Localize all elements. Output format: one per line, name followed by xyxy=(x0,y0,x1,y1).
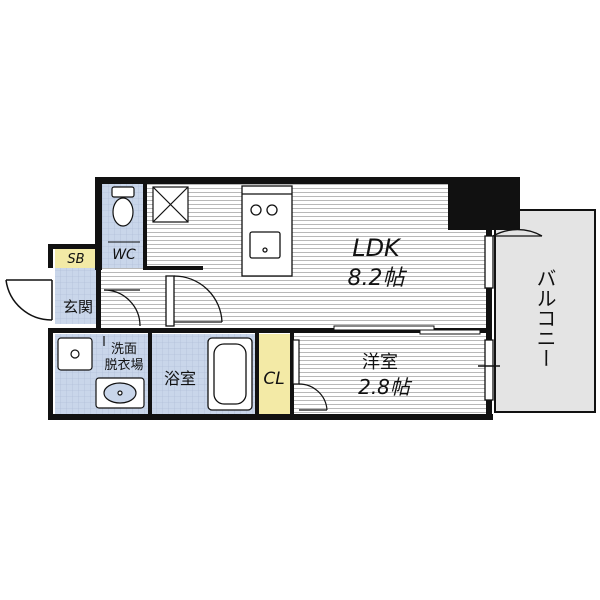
western-room-label: 洋室 xyxy=(362,352,398,373)
washing-machine-pan xyxy=(57,337,93,371)
ldk-size-label: 8.2帖 xyxy=(348,266,408,291)
washroom-label-line1: 洗面 xyxy=(111,342,137,357)
shoebox-label: SB xyxy=(67,252,84,267)
balcony-door xyxy=(478,229,543,401)
closet-label: CL xyxy=(263,369,284,389)
toilet-label: WC xyxy=(112,247,136,263)
entrance-label: 玄関 xyxy=(63,298,93,316)
western-room-floor xyxy=(292,334,488,414)
closet-floor xyxy=(258,334,291,414)
inner-walls xyxy=(48,184,492,417)
fridge-space xyxy=(152,186,189,223)
closet-door xyxy=(292,339,328,411)
sliding-doors xyxy=(333,325,481,335)
balcony-area xyxy=(494,209,596,413)
kitchen-sink xyxy=(249,231,281,259)
kitchen-counter xyxy=(241,185,293,277)
ldk-floor xyxy=(145,182,490,328)
ldk-label: LDK xyxy=(352,234,402,262)
bath-label: 浴室 xyxy=(164,369,196,388)
hall-doors xyxy=(103,275,223,327)
bathtub xyxy=(207,337,253,411)
stove-burner-left xyxy=(250,204,262,216)
wash-basin xyxy=(95,377,145,409)
balcony-label: バルコニー xyxy=(533,268,557,368)
toilet-fixture xyxy=(108,186,140,243)
entrance-floor xyxy=(55,268,100,324)
hall-floor xyxy=(100,268,148,332)
shoebox-area xyxy=(55,248,100,268)
outer-walls xyxy=(48,177,520,420)
stove-burner-right xyxy=(266,204,278,216)
washroom-label-line2: 脱衣場 xyxy=(104,357,143,373)
western-room-size-label: 2.8帖 xyxy=(358,375,413,399)
washroom-door xyxy=(103,329,140,346)
entrance-door xyxy=(5,279,53,321)
